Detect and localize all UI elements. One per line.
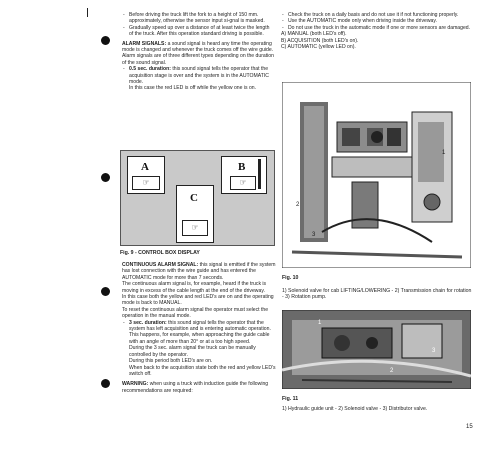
fig11-callout-2: 2 <box>390 368 394 374</box>
alarm-title: ALARM SIGNALS: <box>122 40 167 47</box>
list-item: Use the AUTOMATIC mode only when driving… <box>282 18 471 25</box>
panel-c: C ☞ <box>176 185 214 243</box>
right-top-text: Check the truck on a daily basis and do … <box>281 12 471 50</box>
binder-hole <box>101 379 110 388</box>
left-bottom-text: CONTINUOUS ALARM SIGNAL: this signal is … <box>122 262 278 394</box>
cont-text-3: In this case both the yellow and red LED… <box>122 294 274 307</box>
three-sec-bold: 3 sec. duration: <box>129 319 167 326</box>
cont-text: this signal is emitted if the system has… <box>122 262 276 281</box>
fig11-callout-3: 3 <box>432 348 436 354</box>
alarm-text: a sound signal is heard any time the ope… <box>122 40 274 54</box>
label-b: B <box>238 161 246 173</box>
warning-title: WARNING: <box>122 381 149 388</box>
machinery-illustration <box>282 82 471 268</box>
binder-hole <box>101 36 110 45</box>
list-item: 3 sec. duration: this sound signal tells… <box>123 319 278 333</box>
mode-c: C) AUTOMATIC (yellow LED on). <box>281 44 356 51</box>
duration-text-2: In this case the red LED is off while th… <box>129 85 257 92</box>
list-item: 0.5 sec. duration: this sound signal tel… <box>123 66 274 86</box>
margin-mark <box>87 8 88 17</box>
duration-bold: 0.5 sec. duration: <box>129 66 171 73</box>
pointer-icon: ☞ <box>182 220 208 236</box>
cont-title: CONTINUOUS ALARM SIGNAL: <box>122 262 199 268</box>
fig11-label: Fig. 11 <box>282 396 299 402</box>
cont-text-4: To reset the continuous alarm signal the… <box>122 306 269 320</box>
binder-hole <box>101 287 110 296</box>
fig9-caption: Fig. 9 - CONTROL BOX DISPLAY <box>120 250 200 256</box>
three-sec-text-4: During this period both LED's are on. <box>129 358 213 365</box>
panel-a: A ☞ <box>127 156 165 194</box>
list-item: Before driving the truck lift the fork t… <box>123 12 274 25</box>
pointer-icon: ☞ <box>230 176 256 190</box>
fig10-caption: 1) Solenoid valve for cab LIFTING/LOWERI… <box>282 288 472 301</box>
label-a: A <box>141 161 149 173</box>
left-top-text: Before driving the truck lift the fork t… <box>122 12 274 92</box>
page-number: 15 <box>466 424 473 430</box>
fig10-callout-2: 2 <box>296 202 300 208</box>
led-bar <box>258 159 261 189</box>
fig11-photo: 1 2 3 <box>282 310 471 389</box>
fig10-callout-1: 1 <box>442 150 446 156</box>
hydraulic-unit-illustration <box>282 310 471 389</box>
control-box-figure: A ☞ B ☞ C ☞ <box>120 150 275 246</box>
mode-a: A) MANUAL (both LED's off). <box>281 31 347 38</box>
fig10-photo: 1 2 3 <box>282 82 471 268</box>
fig10-callout-3: 3 <box>312 232 316 238</box>
list-item: Do not use the truck in the automatic mo… <box>282 25 471 32</box>
mode-b: B) ACQUISITION (both LED's on). <box>281 37 359 44</box>
duration-text: this sound signal tells the operator tha… <box>129 66 269 86</box>
three-sec-text: this sound signal tells the operator tha… <box>129 319 271 333</box>
cont-text-2: The continuous alarm signal is, for exam… <box>122 281 267 294</box>
pointer-icon: ☞ <box>132 176 160 190</box>
fig11-callout-1: 1 <box>318 320 322 326</box>
list-item: Check the truck on a daily basis and do … <box>282 12 471 19</box>
warning-text: when using a truck with induction guide … <box>122 381 269 394</box>
three-sec-text-2: This happens, for example, when approach… <box>129 332 270 345</box>
panel-b: B ☞ <box>221 156 267 194</box>
fig11-caption: 1) Hydraulic guide unit - 2) Solenoid va… <box>282 406 428 412</box>
alarm-text-2: Alarm signals are of three different typ… <box>122 53 274 66</box>
binder-hole <box>101 173 110 182</box>
fig10-label: Fig. 10 <box>282 275 299 281</box>
three-sec-text-5: When back to the acquisition state both … <box>129 364 276 377</box>
three-sec-text-3: During the 3 sec. alarm signal the truck… <box>129 345 256 358</box>
list-item: Gradually speed up over a distance of at… <box>123 25 274 38</box>
label-c: C <box>190 192 198 204</box>
